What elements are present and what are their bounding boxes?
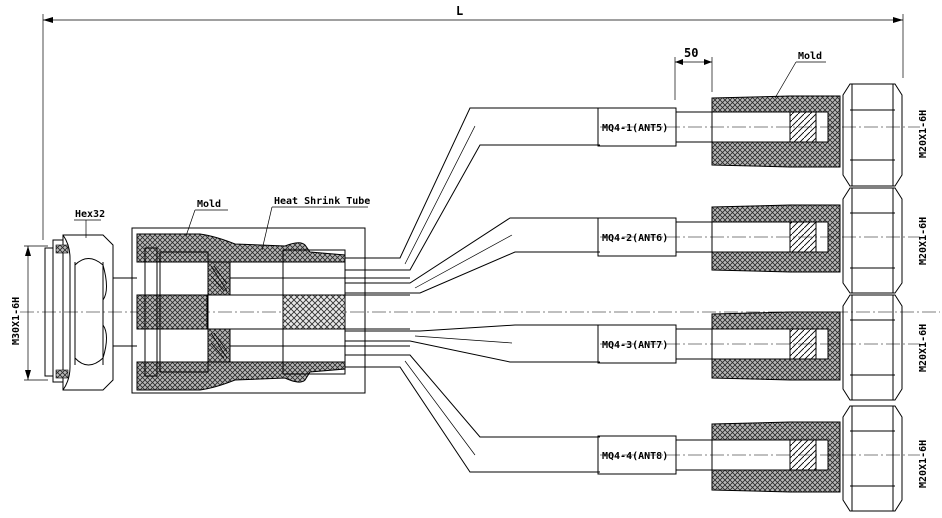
mold-main-label: Mold <box>197 199 221 210</box>
branch-1-marker: MQ4-1(ANT5) <box>602 123 668 134</box>
overall-length-dimension: L <box>42 4 904 240</box>
pitch-dimension: 50 <box>674 46 713 100</box>
overall-length-label: L <box>456 4 463 18</box>
hex-size-label: Hex32 <box>75 209 105 220</box>
main-mold: Mold Heat Shrink Tube <box>113 195 410 394</box>
main-thread-label: M30X1-6H <box>11 297 22 345</box>
branch-4-marker: MQ4-4(ANT8) <box>602 451 668 462</box>
branch-3-thread: M20X1-6H <box>918 324 929 372</box>
branch-2-thread: M20X1-6H <box>918 217 929 265</box>
branch-4: MQ4-4(ANT8) M20X1-6H <box>597 405 929 512</box>
branch-3-marker: MQ4-3(ANT7) <box>602 340 668 351</box>
pitch-label: 50 <box>684 46 698 60</box>
branch-1-thread: M20X1-6H <box>918 110 929 158</box>
branch-2: MQ4-2(ANT6) M20X1-6H <box>597 187 929 294</box>
branch-3: MQ4-3(ANT7) M20X1-6H <box>597 294 929 401</box>
mold-branch-label: Mold <box>798 51 822 62</box>
branch-4-thread: M20X1-6H <box>918 440 929 488</box>
branch-2-marker: MQ4-2(ANT6) <box>602 233 668 244</box>
branch-1: MQ4-1(ANT5) M20X1-6H <box>597 83 929 187</box>
heat-shrink-label: Heat Shrink Tube <box>274 195 370 207</box>
cable-fanout <box>345 107 600 473</box>
